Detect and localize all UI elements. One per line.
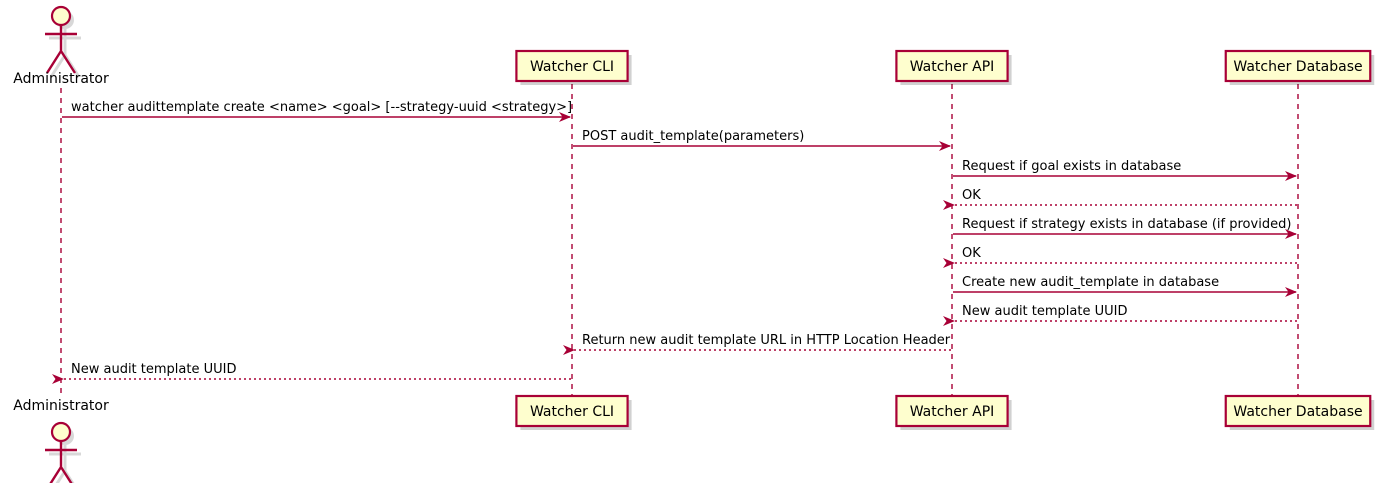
message-1-watcher-cli-to-watcher-api[interactable]: POST audit_template(parameters) [573, 129, 951, 151]
participant-label: Watcher API [910, 59, 995, 75]
participant-box-watcher-database[interactable]: Watcher Database [1224, 49, 1375, 85]
message-7-watcher-database-to-watcher-api[interactable]: New audit template UUID [943, 304, 1297, 326]
actor-head-icon [50, 421, 72, 443]
box-rect [1224, 394, 1372, 428]
message-6-watcher-api-to-watcher-database[interactable]: Create new audit_template in database [953, 275, 1297, 297]
message-label: Return new audit template URL in HTTP Lo… [582, 333, 951, 348]
participant-box-watcher-api[interactable]: Watcher API [895, 49, 1012, 85]
message-label: New audit template UUID [962, 304, 1127, 319]
message-8-watcher-api-to-watcher-cli[interactable]: Return new audit template URL in HTTP Lo… [563, 333, 951, 355]
message-3-watcher-database-to-watcher-api[interactable]: OK [943, 188, 1297, 210]
message-label: New audit template UUID [71, 362, 236, 377]
participant-label: Watcher API [910, 404, 995, 420]
message-9-watcher-cli-to-administrator[interactable]: New audit template UUID [52, 362, 571, 384]
message-label: POST audit_template(parameters) [582, 129, 804, 144]
participant-label: Watcher CLI [530, 59, 614, 75]
message-2-watcher-api-to-watcher-database[interactable]: Request if goal exists in database [953, 159, 1297, 181]
actor-label: Administrator [13, 71, 109, 87]
actor-body-icon [45, 25, 77, 74]
message-5-watcher-database-to-watcher-api[interactable]: OK [943, 246, 1297, 268]
participant-boxes-group: Watcher CLI Watcher CLI Watcher API Watcher… [515, 49, 1375, 430]
box-rect [1224, 49, 1372, 83]
participant-box-watcher-cli[interactable]: Watcher CLI [515, 49, 632, 85]
participant-label: Watcher CLI [530, 404, 614, 420]
box-rect [515, 49, 629, 83]
actor-head-icon [50, 5, 72, 27]
actor-label: Administrator [13, 398, 109, 414]
participant-label: Watcher Database [1233, 404, 1362, 420]
message-4-watcher-api-to-watcher-database[interactable]: Request if strategy exists in database (… [953, 217, 1297, 239]
message-label: watcher audittemplate create <name> <goa… [71, 100, 572, 115]
message-label: OK [962, 188, 981, 203]
message-label: Create new audit_template in database [962, 275, 1219, 290]
actor-administrator[interactable]: Administrator [13, 398, 109, 483]
messages-group: watcher audittemplate create <name> <goa… [52, 100, 1297, 384]
message-label: Request if goal exists in database [962, 159, 1181, 174]
participant-box-watcher-cli[interactable]: Watcher CLI [515, 394, 632, 430]
participant-box-watcher-database[interactable]: Watcher Database [1224, 394, 1375, 430]
message-0-administrator-to-watcher-cli[interactable]: watcher audittemplate create <name> <goa… [62, 100, 572, 122]
message-label: OK [962, 246, 981, 261]
box-rect [895, 394, 1009, 428]
box-rect [515, 394, 629, 428]
actor-administrator[interactable]: Administrator [13, 5, 109, 87]
participant-label: Watcher Database [1233, 59, 1362, 75]
box-rect [895, 49, 1009, 83]
actor-body-icon [45, 441, 77, 483]
participant-box-watcher-api[interactable]: Watcher API [895, 394, 1012, 430]
message-label: Request if strategy exists in database (… [962, 217, 1291, 232]
